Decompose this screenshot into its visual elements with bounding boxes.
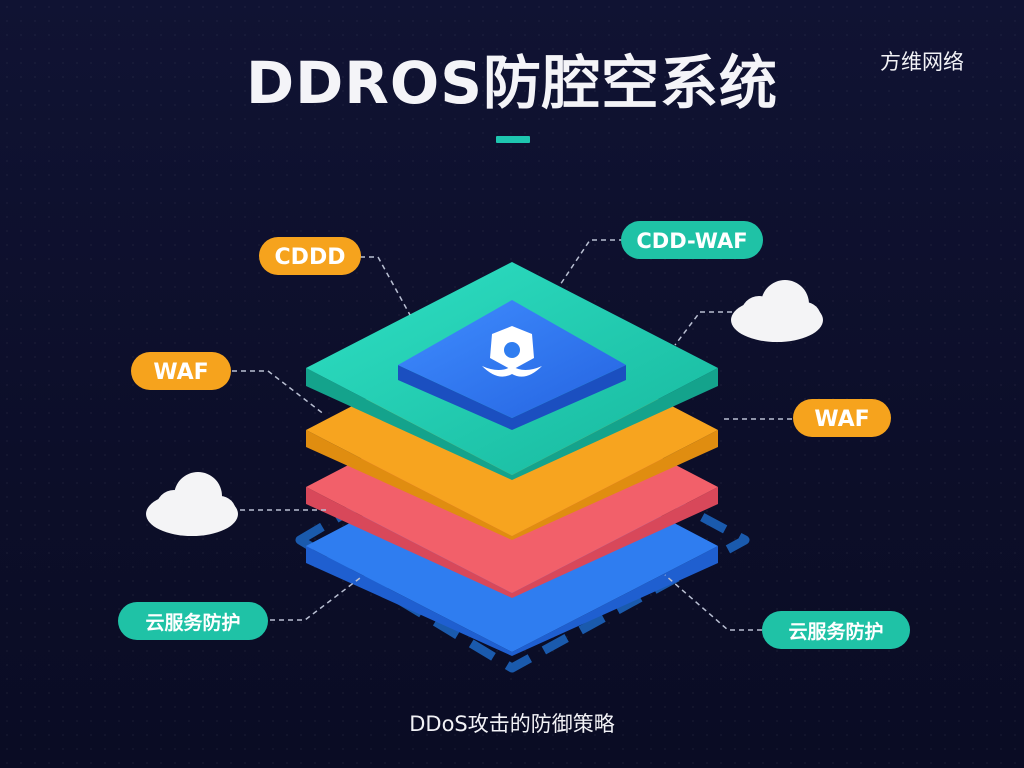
cloud-icon xyxy=(731,280,823,342)
shield-logo-icon xyxy=(482,326,542,377)
brand-label: 方维网络 xyxy=(880,50,964,74)
title-underline xyxy=(496,136,530,143)
connector-cddd xyxy=(360,256,411,316)
connector-waf-left xyxy=(232,370,326,416)
svg-text:WAF: WAF xyxy=(153,360,208,385)
cloud-icon xyxy=(146,472,238,536)
svg-text:WAF: WAF xyxy=(814,407,869,432)
dashed-base-ring xyxy=(295,410,750,673)
label-waf-right: WAF xyxy=(793,399,891,437)
label-waf-left: WAF xyxy=(131,352,231,390)
label-cddd: CDDD xyxy=(259,237,361,275)
connector-cdd-waf xyxy=(559,239,624,286)
label-cloud-service-right: 云服务防护 xyxy=(762,611,910,649)
connector-cloud-right xyxy=(674,311,732,346)
caption: DDoS攻击的防御策略 xyxy=(409,712,615,736)
connector-cloud-service-right xyxy=(664,574,762,631)
label-cdd-waf: CDD-WAF xyxy=(621,221,763,259)
label-cloud-service-left: 云服务防护 xyxy=(118,602,268,640)
page-title: DDROS防腔空系统 xyxy=(245,49,779,117)
svg-text:CDDD: CDDD xyxy=(275,245,346,270)
svg-text:云服务防护: 云服务防护 xyxy=(145,611,240,634)
connector-lines xyxy=(232,239,792,631)
connector-cloud-service-left xyxy=(270,577,361,621)
svg-text:云服务防护: 云服务防护 xyxy=(788,620,883,643)
svg-text:CDD-WAF: CDD-WAF xyxy=(636,229,747,253)
